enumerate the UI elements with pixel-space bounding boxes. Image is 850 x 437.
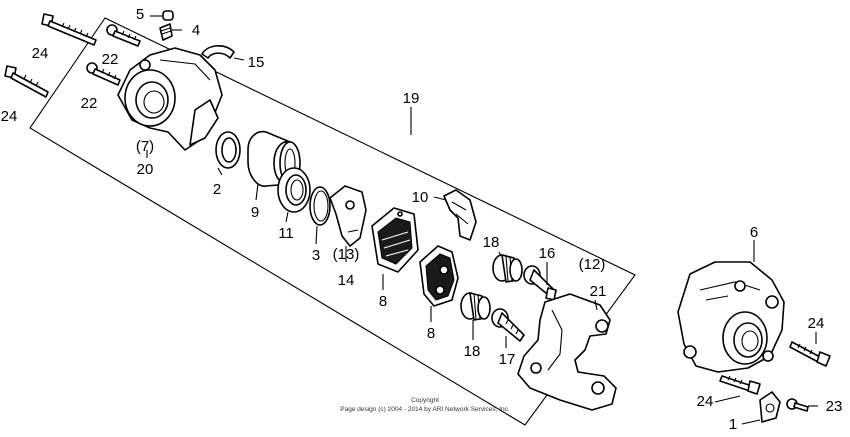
piston-seal-2: [215, 131, 241, 169]
bleeder-screw-4: [159, 23, 173, 41]
callout-13: (13): [333, 246, 360, 263]
callout-16: 16: [539, 245, 556, 262]
bolt-23: [786, 398, 809, 412]
callout-11: 11: [278, 225, 294, 242]
callout-8-upper: 8: [379, 293, 387, 310]
copyright-line-2: Page design (c) 2004 - 2014 by ARI Netwo…: [340, 406, 510, 413]
bolt-22-bottom: [86, 62, 121, 86]
callout-24-right: 24: [808, 315, 825, 332]
callout-12: (12): [579, 256, 606, 273]
pad-spring-10: [443, 189, 477, 241]
callout-15: 15: [248, 54, 265, 71]
callout-24-bottom: 24: [697, 393, 714, 410]
dust-seal-11: [277, 167, 311, 213]
callout-6: 6: [750, 224, 758, 241]
callout-19: 19: [403, 90, 420, 107]
callout-24-left: 24: [1, 108, 18, 125]
callout-2: 2: [213, 181, 221, 198]
bolt-24-top: [41, 13, 97, 46]
callout-5: 5: [136, 6, 144, 23]
callout-23: 23: [826, 398, 843, 415]
callout-4: 4: [192, 22, 200, 39]
hose-clip-1: [759, 391, 781, 423]
callout-22-bottom: 22: [81, 95, 98, 112]
callout-21: 21: [590, 283, 607, 300]
shim-14: [329, 185, 367, 247]
pin-bolt-17: [491, 308, 525, 342]
callout-18-upper: 18: [483, 234, 500, 251]
brake-pad-8-lower: [419, 245, 459, 307]
bolt-24-bottom: [719, 375, 761, 395]
callout-17: 17: [499, 351, 516, 368]
retaining-ring-3: [309, 186, 331, 226]
callout-24-top: 24: [32, 45, 49, 62]
callout-7: (7): [136, 138, 154, 155]
callout-10: 10: [412, 189, 429, 206]
caliper-bracket-21: [517, 293, 617, 411]
pin-bolt-16: [523, 265, 557, 301]
boot-18-lower: [460, 292, 491, 321]
callout-14: 14: [338, 272, 355, 289]
bolt-24-left: [4, 65, 49, 98]
callout-9: 9: [251, 204, 259, 221]
assembly-outline: [29, 17, 636, 426]
callout-3: 3: [312, 247, 320, 264]
callout-22-top: 22: [102, 51, 119, 68]
boot-18-upper: [492, 254, 523, 283]
leader-lines: [146, 15, 818, 425]
callout-1: 1: [729, 416, 737, 433]
brake-pad-8-upper: [371, 207, 419, 273]
spring-clip-15: [201, 45, 235, 59]
callout-20: 20: [137, 161, 154, 178]
bleeder-cap-5: [162, 10, 174, 21]
bolt-24-right: [789, 341, 831, 367]
copyright-line-1: Copyright: [411, 397, 439, 404]
callout-18-lower: 18: [464, 343, 481, 360]
caliper-assembly-6: [677, 261, 785, 373]
bolt-22-top: [106, 24, 141, 47]
caliper-body-20: [117, 47, 223, 151]
callout-8-lower: 8: [427, 325, 435, 342]
